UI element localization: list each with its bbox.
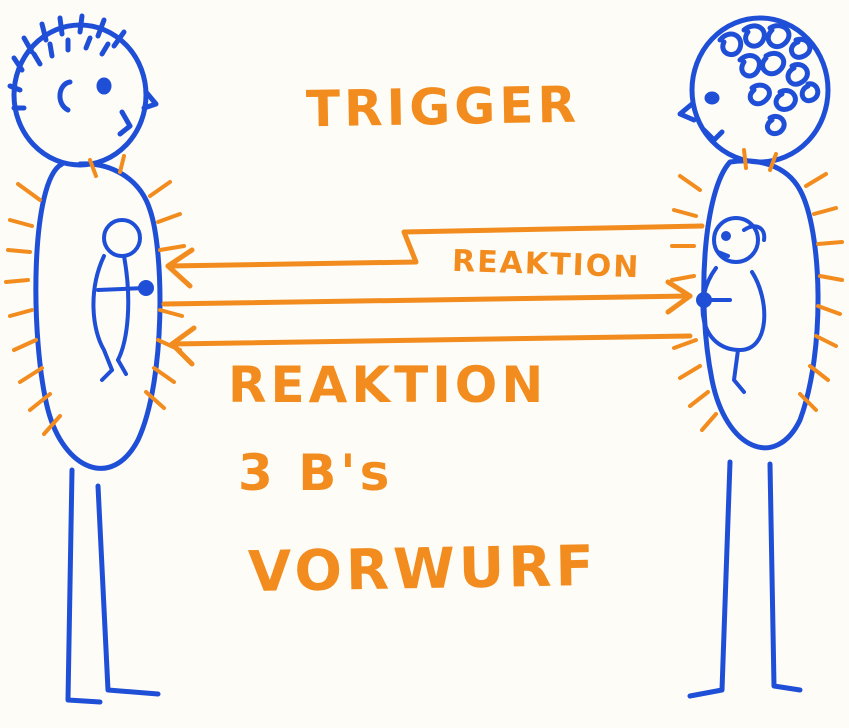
reaktion-label: REAKTION: [228, 360, 547, 410]
reaktion-arrow-right: [164, 282, 690, 312]
left-person-head: [10, 16, 156, 165]
right-person: [680, 18, 828, 696]
three-bs-label: 3 B's: [238, 448, 393, 498]
vorwurf-label: VORWURF: [248, 539, 599, 601]
right-person-body: [704, 161, 818, 448]
trigger-label: TRIGGER: [306, 80, 581, 135]
left-inner-child: [93, 220, 152, 380]
left-person: [10, 16, 160, 702]
right-person-legs: [690, 462, 800, 696]
right-person-head: [680, 18, 828, 162]
reaktion-arrow-label: REAKTION: [452, 247, 641, 284]
left-person-legs: [68, 470, 158, 702]
